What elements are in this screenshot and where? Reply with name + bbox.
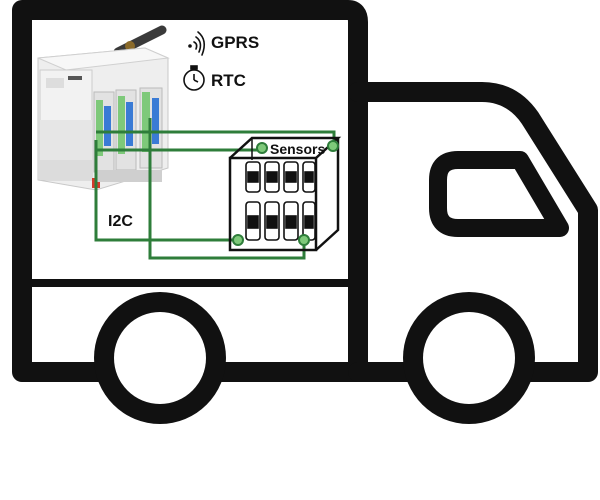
- rtc-label: RTC: [211, 71, 246, 90]
- sensor-connectors: [232, 140, 339, 246]
- truck-cab: [348, 82, 598, 382]
- sensor-vials-box-icon: [228, 136, 342, 252]
- truck-window: [429, 151, 569, 237]
- i2c-label: I2C: [108, 213, 133, 230]
- truck-front-wheel: [403, 292, 535, 424]
- gprs-label: GPRS: [211, 33, 260, 52]
- vial-row-bottom: [245, 201, 316, 241]
- vial-row-top: [245, 161, 316, 193]
- truck-cargo-box: [12, 0, 368, 382]
- stopwatch-icon: [183, 65, 205, 91]
- sensors-label: Sensors: [270, 141, 326, 157]
- io-module-2: [115, 89, 137, 171]
- truck-rear-wheel: [94, 292, 226, 424]
- truck-icon: [12, 0, 598, 382]
- signal-wave-icon: [188, 31, 206, 56]
